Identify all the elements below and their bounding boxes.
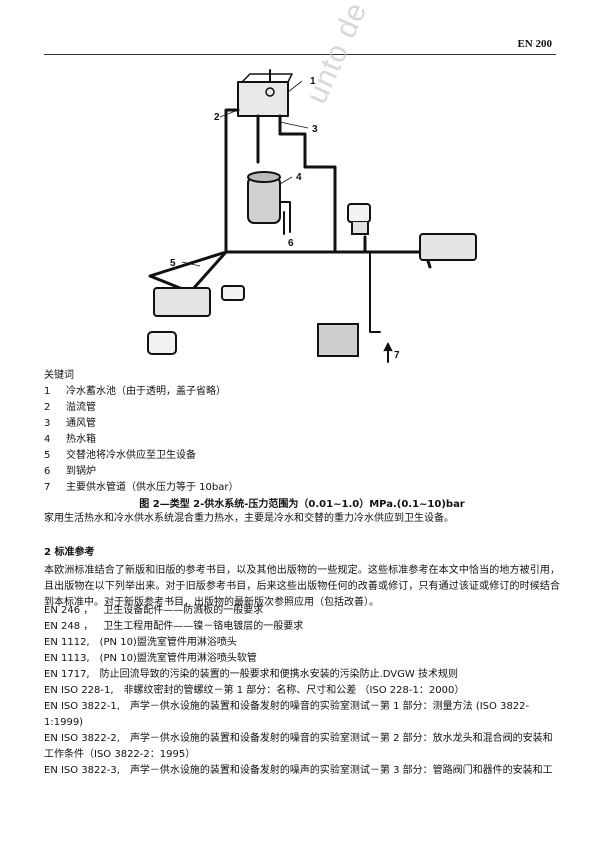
storage-tank-lower bbox=[317, 323, 359, 357]
hot-water-tank bbox=[247, 176, 281, 224]
cold-water-cistern bbox=[237, 81, 289, 117]
section-heading: 2 标准参考 bbox=[44, 547, 95, 558]
callout-1: 1 bbox=[310, 76, 316, 87]
callout-2: 2 bbox=[214, 112, 220, 123]
distribution-pipe bbox=[224, 210, 367, 254]
reference-item: EN ISO 228-1,非螺纹密封的管螺纹－第 1 部分：名称、尺寸和公差 （… bbox=[44, 685, 465, 696]
reference-item: EN 1112,(PN 10)盥洗室管件用淋浴喷头 bbox=[44, 637, 237, 648]
callout-7: 7 bbox=[394, 350, 400, 361]
wc-lower bbox=[147, 331, 177, 355]
overflow-pipe bbox=[224, 108, 240, 214]
page-header: EN 200 bbox=[44, 38, 556, 55]
callout-6: 6 bbox=[288, 238, 294, 249]
callout-3: 3 bbox=[312, 124, 318, 135]
document-id: EN 200 bbox=[517, 38, 552, 50]
reference-item: EN 246 ，卫生设备配件——防溅板的一般要求 bbox=[44, 605, 264, 616]
legend-title: 关键词 bbox=[44, 370, 74, 381]
rising-main bbox=[369, 251, 381, 333]
reference-item: EN ISO 3822-1,声学－供水设施的装置和设备发射的噪音的实验室测试－第… bbox=[44, 701, 530, 728]
wc-upper bbox=[347, 203, 371, 223]
section-intro: 本欧洲标准结合了新版和旧版的参考书目，以及其他出版物的一些规定。这些标准参考在本… bbox=[44, 565, 560, 608]
callout-4: 4 bbox=[296, 172, 302, 183]
reference-list: EN 246 ，卫生设备配件——防溅板的一般要求 EN 248 ，卫生工程用配件… bbox=[44, 603, 560, 779]
boiler-pipe bbox=[279, 201, 291, 233]
reference-item: EN ISO 3822-2,声学－供水设施的装置和设备发射的噪音的实验室测试－第… bbox=[44, 733, 553, 760]
bath-upper bbox=[419, 233, 477, 261]
reference-item: EN 1113,(PN 10)盥洗室管件用淋浴喷头软管 bbox=[44, 653, 257, 664]
water-supply-diagram: 1 2 3 4 5 6 7 bbox=[147, 69, 477, 363]
reference-item: EN 1717,防止回流导致的污染的装置的一般要求和便携水安装的污染防止.DVG… bbox=[44, 669, 458, 680]
reference-item: EN 248 ，卫生工程用配件——镍－铬电镀层的一般要求 bbox=[44, 621, 304, 632]
callout-5: 5 bbox=[170, 258, 176, 269]
figure-description: 家用生活热水和冷水供水系统混合重力热水，主要是冷水和交替的重力冷水供应到卫生设备… bbox=[44, 513, 454, 524]
figure-caption: 图 2—类型 2-供水系统-压力范围为（0.01~1.0）MPa.(0.1~10… bbox=[139, 499, 465, 510]
basin-lower bbox=[221, 285, 245, 301]
reference-item: EN ISO 3822-3,声学－供水设施的装置和设备发射的噪声的实验室测试－第… bbox=[44, 765, 553, 776]
bath-lower bbox=[153, 287, 211, 317]
